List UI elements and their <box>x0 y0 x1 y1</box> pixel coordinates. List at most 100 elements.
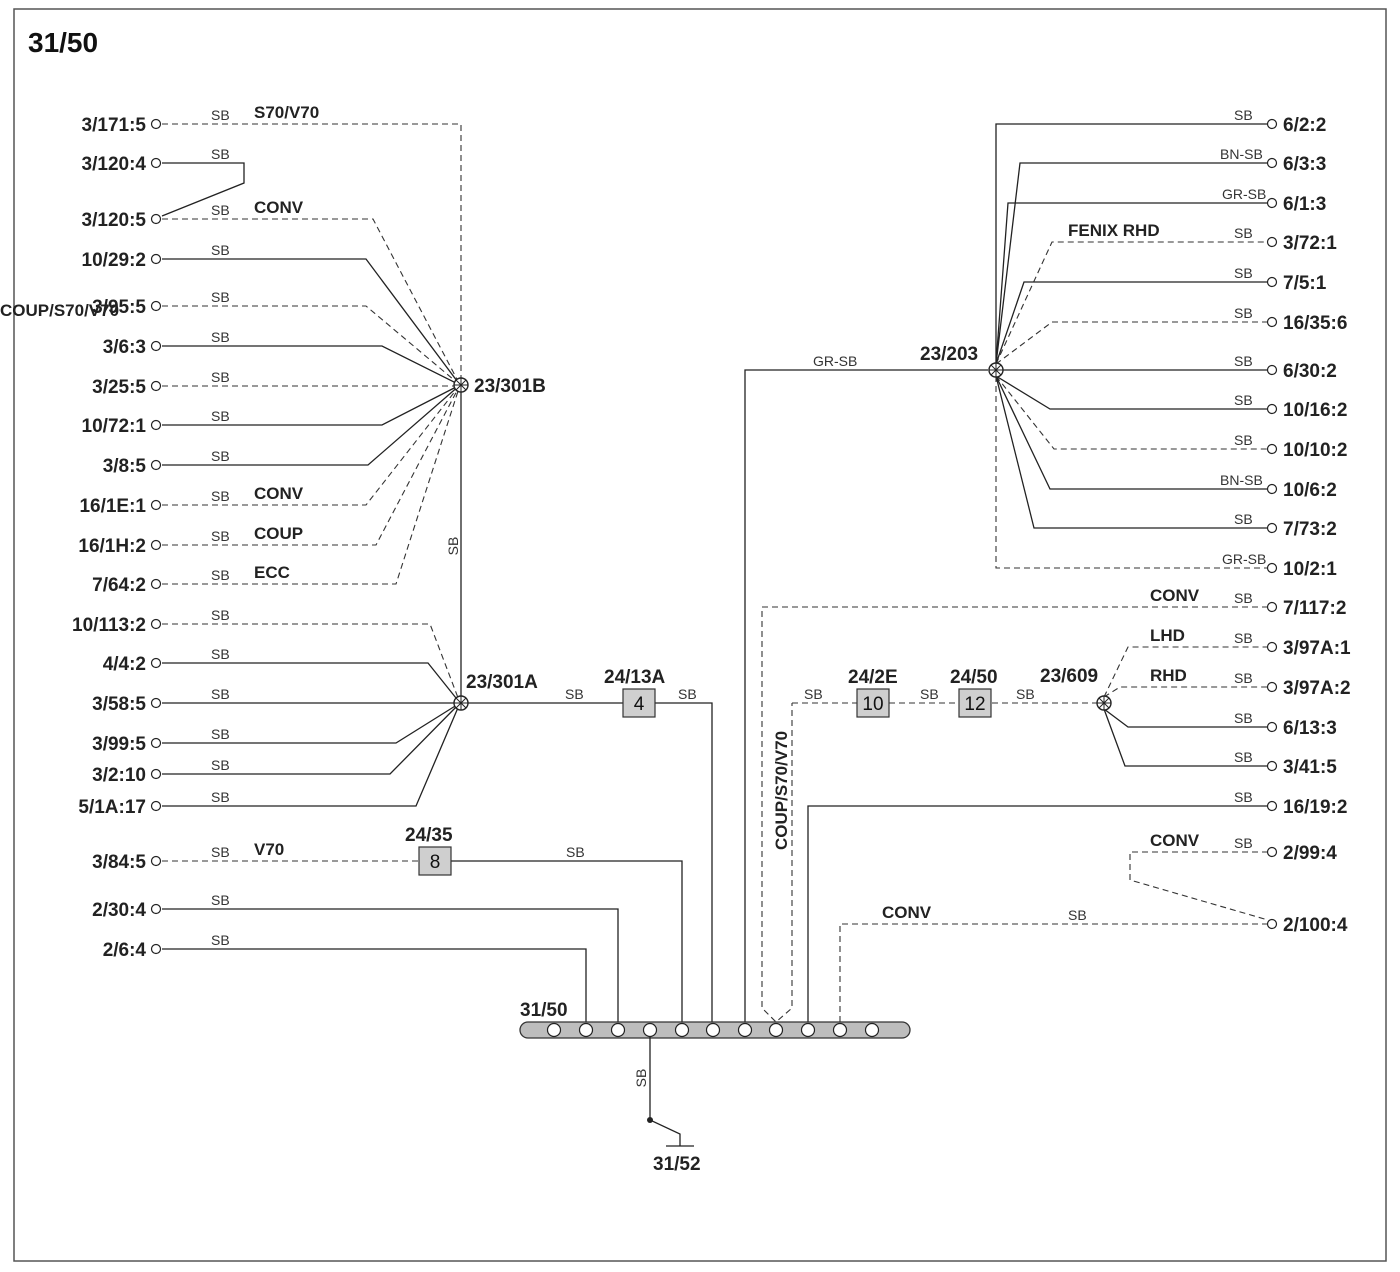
wire-color-label: SB <box>1234 392 1253 408</box>
wire-color-label: SB <box>1234 630 1253 646</box>
svg-text:24/13A: 24/13A <box>604 667 666 688</box>
wire-color-label: SB <box>211 329 230 345</box>
right-terminals: 6/2:2SB6/3:3BN-SB6/1:3GR-SB3/72:1SBFENIX… <box>0 107 1351 936</box>
terminal-pin <box>150 578 162 590</box>
left-terminal: 3/95:5 SB <box>92 289 230 318</box>
terminal-label: 10/10:2 <box>1283 440 1347 461</box>
terminal-label: 2/6:4 <box>103 940 147 961</box>
terminal-pin <box>1266 483 1278 495</box>
terminal-label: 2/99:4 <box>1283 843 1337 864</box>
component-24-50: 12 24/50 <box>950 667 998 718</box>
svg-text:24/2E: 24/2E <box>848 667 898 688</box>
terminal-pin <box>1266 157 1278 169</box>
wire-color-label: SB <box>1068 907 1087 923</box>
wire-color-label: SB <box>211 528 230 544</box>
wire-color-label: SB <box>1234 305 1253 321</box>
terminal-label: 6/3:3 <box>1283 154 1326 175</box>
wire-color-label: SB <box>211 488 230 504</box>
wire-color-label: SB <box>920 686 939 702</box>
terminal-label: 5/1A:17 <box>78 797 146 818</box>
wire-color-label: SB <box>211 567 230 583</box>
variant-label: FENIX RHD <box>1068 221 1160 240</box>
variant-label: V70 <box>254 840 284 859</box>
wire-color-label: SB <box>211 757 230 773</box>
terminal-label: 10/6:2 <box>1283 480 1337 501</box>
splice-23-301A <box>453 695 469 711</box>
wire-color-label: GR-SB <box>1222 186 1266 202</box>
wire-color-label: SB <box>211 448 230 464</box>
wire-color-label: SB <box>211 242 230 258</box>
right-terminal: 10/10:2SB <box>1234 432 1347 461</box>
variant-label: COUP/S70/V70 <box>0 301 119 320</box>
wire-color-label: BN-SB <box>1220 472 1263 488</box>
vertical-variant-label: COUP/S70/V70 <box>772 731 791 850</box>
terminal-pin <box>150 380 162 392</box>
variant-label: CONV <box>882 903 932 922</box>
terminal-pin <box>150 340 162 352</box>
terminal-pin <box>150 253 162 265</box>
splice-label: 23/301B <box>474 376 546 397</box>
terminal-label: 10/2:1 <box>1283 559 1337 580</box>
component-24-35: 8 24/35 <box>405 825 453 876</box>
terminal-label: 3/99:5 <box>92 734 146 755</box>
terminal-label: 3/95:5 <box>92 297 146 318</box>
terminal-pin <box>1266 236 1278 248</box>
right-terminal: 10/2:1GR-SB <box>1222 551 1337 580</box>
terminal-label: 3/58:5 <box>92 694 146 715</box>
wire-color-label: SB <box>211 146 230 162</box>
variant-label: CONV <box>254 198 304 217</box>
splice-label: 23/203 <box>920 344 978 365</box>
terminal-label: 3/84:5 <box>92 852 146 873</box>
terminal-label: 10/16:2 <box>1283 400 1347 421</box>
terminal-pin <box>1266 118 1278 130</box>
wire-color-label: SB <box>1234 511 1253 527</box>
terminal-label: 3/25:5 <box>92 377 146 398</box>
terminal-label: 6/30:2 <box>1283 361 1337 382</box>
terminal-pin <box>150 697 162 709</box>
terminal-pin <box>150 459 162 471</box>
variant-label: CONV <box>1150 586 1200 605</box>
terminal-pin <box>1266 522 1278 534</box>
terminal-label: 3/8:5 <box>103 456 147 477</box>
terminal-label: 3/97A:2 <box>1283 678 1351 699</box>
terminal-label: 2/30:4 <box>92 900 146 921</box>
terminal-label: 3/2:10 <box>92 765 146 786</box>
wire-color-label: SB <box>1234 835 1253 851</box>
bus-label: 31/50 <box>520 1000 568 1021</box>
right-terminal: 7/5:1SB <box>1234 265 1327 294</box>
terminal-pin <box>1266 760 1278 772</box>
wire-color-label: SB <box>211 289 230 305</box>
terminal-pin <box>150 657 162 669</box>
right-terminal: 7/73:2SB <box>1234 511 1337 540</box>
svg-text:10: 10 <box>862 694 883 715</box>
terminal-label: 3/6:3 <box>103 337 146 358</box>
wire-color-label: SB <box>1234 107 1253 123</box>
wire-color-label: GR-SB <box>813 353 857 369</box>
svg-text:4: 4 <box>634 694 645 715</box>
terminal-pin <box>1266 681 1278 693</box>
wire-color-label: SB <box>211 107 230 123</box>
wire-color-label: SB <box>211 408 230 424</box>
terminal-label: 16/19:2 <box>1283 797 1347 818</box>
wire-color-label: SB <box>804 686 823 702</box>
wire-color-label: SB <box>566 844 585 860</box>
terminal-label: 3/41:5 <box>1283 757 1337 778</box>
terminal-label: 3/171:5 <box>82 115 147 136</box>
terminal-label: 7/5:1 <box>1283 273 1327 294</box>
terminal-pin <box>1266 197 1278 209</box>
wire-color-label: SB <box>1234 353 1253 369</box>
